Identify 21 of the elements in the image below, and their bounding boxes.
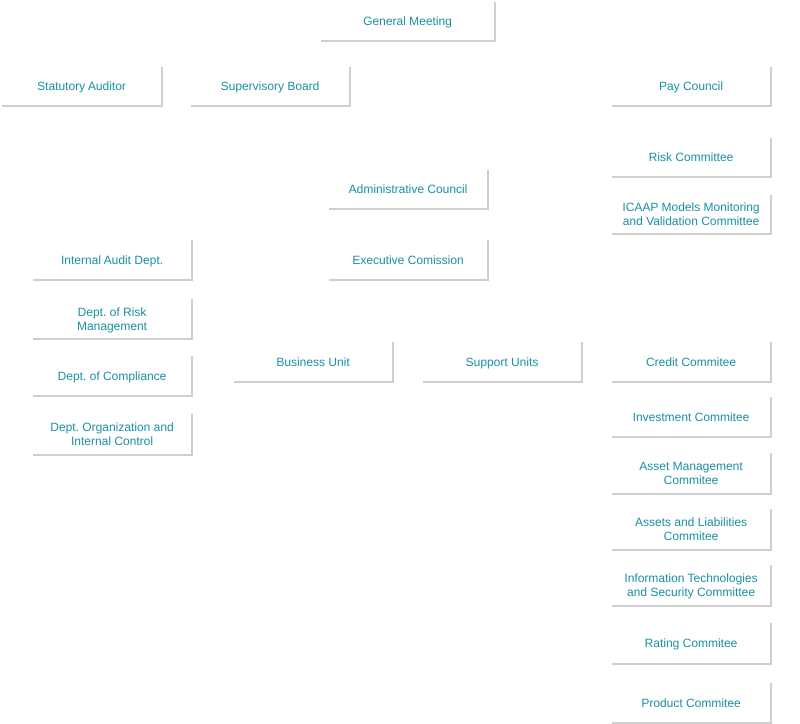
box-label: Dept. of Risk Management [76, 304, 148, 332]
box-label: Product Commitee [641, 696, 741, 710]
box-label: Investment Commitee [632, 410, 750, 424]
box-label: Risk Committee [648, 150, 734, 164]
box-label: Rating Commitee [644, 636, 738, 650]
box-label: Dept. of Compliance [58, 368, 166, 382]
box-label: ICAAP Models Monitoring and Validation Committee [621, 200, 761, 228]
box-label: Credit Commitee [646, 354, 736, 368]
box-label: Assets and Liabilities Commitee [634, 515, 748, 543]
box-label: Internal Audit Dept. [60, 252, 164, 266]
box-label: Administrative Council [348, 182, 468, 196]
box-label: Statutory Auditor [37, 79, 126, 93]
box-label: Pay Council [658, 79, 724, 93]
box-label: General Meeting [363, 14, 452, 28]
box-label: Information Technologies and Security Committee [623, 571, 759, 599]
box-label: Asset Management Commitee [638, 459, 744, 487]
box-label: Business Unit [276, 354, 350, 368]
box-label: Support Units [466, 354, 538, 368]
box-label: Executive Comission [352, 252, 464, 266]
box-label: Dept. Organization and Internal Control [49, 420, 175, 448]
box-label: Supervisory Board [220, 79, 320, 93]
